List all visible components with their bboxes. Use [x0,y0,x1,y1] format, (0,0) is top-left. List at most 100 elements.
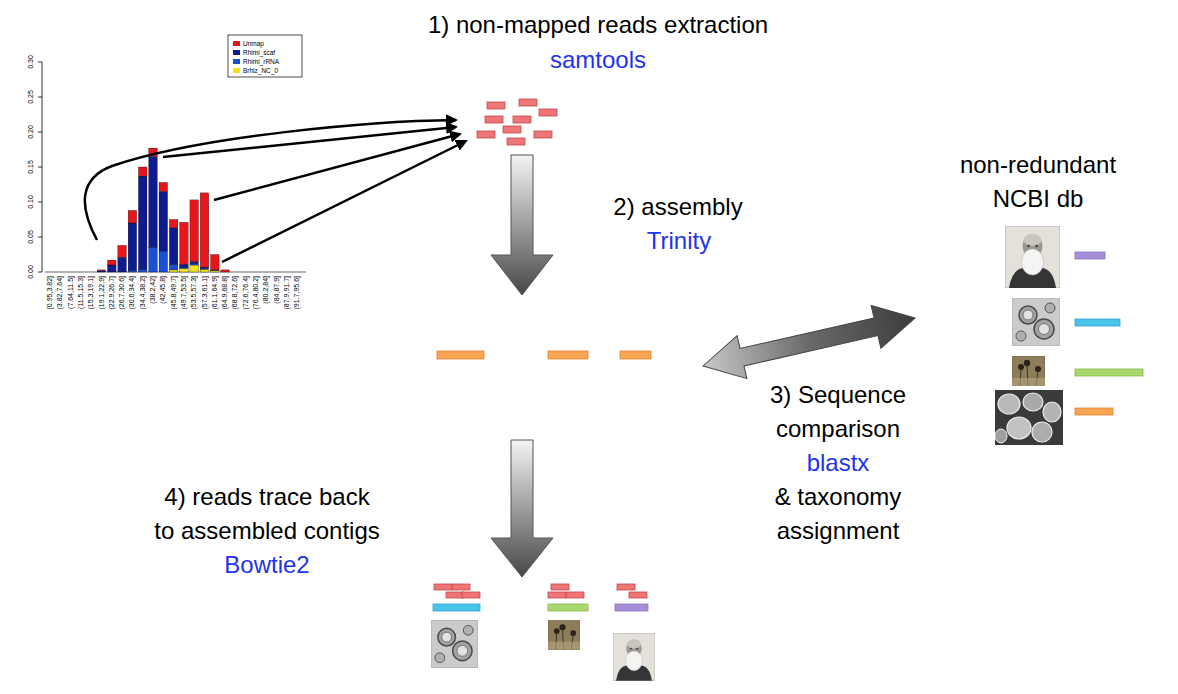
axis-tick-label: (11.5,15.3] [77,276,85,324]
darwin-photo [1005,226,1060,288]
bar-segment [159,192,168,252]
bar-segment [149,157,158,248]
bar-segment [200,193,209,267]
sequence-bar [548,604,588,611]
y-ticks [38,62,42,272]
bar-segment [180,264,189,267]
drawing-part [477,131,495,138]
axis-tick-label: (45.8,49.7] [170,276,178,324]
drawing-part [629,592,647,598]
bar-segment [190,262,199,264]
drawing-part [548,351,588,359]
axis-tick-label: (34.4,38.2] [139,276,147,324]
bar-segment [169,220,178,228]
drawing-part [548,592,566,598]
axis-tick-label: 0.30 [27,49,35,75]
legend-box [228,35,302,77]
legend-label: Unmap [243,40,264,48]
bar-chart [38,35,306,272]
axis-tick-label: 0.20 [27,119,35,145]
flow-arrow [491,155,553,295]
axis-tick-label: (3.82,7.64] [56,276,64,324]
axis-tick-label: (61.1,64.9] [211,276,219,324]
sequence-bar [1075,369,1143,376]
virus-photo [1012,298,1060,346]
axis-tick-label: (64.9,68.8] [221,276,229,324]
axis-tick-label: 0.15 [27,154,35,180]
drawing-part [437,351,484,359]
axis-tick-label: 0.10 [27,189,35,215]
bar-segment [180,269,189,273]
fungus-photo [548,620,580,649]
drawing-part [519,99,537,106]
drawing-part [434,584,452,590]
axis-tick-label: (68.8,72.6] [231,276,239,324]
bar-segment [221,270,230,272]
fungus-photo [1012,356,1045,386]
legend-swatch [233,50,240,55]
bar-segment [159,182,168,191]
drawing-part [551,584,569,590]
axis-tick-label: (30.6,34.4] [128,276,136,324]
sequence-bar [433,604,480,611]
step-title: 3) Sequence comparison [738,378,938,446]
axis-tick-label: (7.64,11.5] [67,276,75,324]
drawing-part [620,351,651,359]
bar-segment [118,245,127,257]
bar-segment [200,267,209,268]
tool-name: blastx [807,446,870,480]
yeast-photo [995,390,1063,445]
darwin-photo [613,633,655,680]
drawing-part [487,102,505,109]
bar-segment [169,264,178,270]
axis-tick-label: (49.7,53.5] [180,276,188,324]
bar-segment [128,223,137,271]
step-title: 1) non-mapped reads extraction [428,8,768,42]
database-title: non-redundant NCBI db [943,148,1133,216]
drawing-part [485,116,503,123]
bar-segment [97,269,106,271]
bar-segment [211,271,220,272]
bar-segment [211,255,220,270]
axis-tick-label: (38.2,42] [149,276,157,324]
step-title: 2) assembly [613,190,742,224]
sequence-bar [1075,252,1105,259]
drawing-part [566,592,584,598]
axis-tick-label: (72.6,76.4] [242,276,250,324]
axis-tick-label: (53.5,57.3] [190,276,198,324]
legend-swatch [233,41,240,46]
drawing-part [617,584,635,590]
legend-label: Brhiz_NC_0 [243,67,278,75]
drawing-part [539,109,557,116]
drawing-part [513,116,531,123]
sequence-bar [1075,408,1113,415]
axis-tick-label: (91.7,95.6] [293,276,301,324]
step-note: & taxonomy assignment [738,480,938,548]
tool-name: Trinity [647,224,711,258]
bar-segment [190,265,199,272]
bar-segment [200,269,209,272]
axis-tick-label: (15.3,19.1] [87,276,95,324]
axis-tick-label: (84,87.9] [273,276,281,324]
sequence-bar [615,604,648,611]
bar-segment [180,222,189,264]
pointer-arrow [85,120,456,240]
bar-segment [118,257,127,272]
legend-label: Rhimi_scaf [243,49,275,57]
reads-cluster [434,584,647,598]
axis-tick-label: (76.4,80.2] [252,276,260,324]
pointer-arrow [214,134,460,200]
axis-tick-label: (26.7,30.6] [118,276,126,324]
drawing-part [452,584,470,590]
axis-tick-label: (57.3,61.1] [201,276,209,324]
bar-segment [128,271,137,272]
bar-segment [190,264,199,265]
bar-segment [169,270,178,272]
bar-segment [128,210,137,223]
legend-swatch [233,59,240,64]
axis-tick-label: (22.9,26.7] [108,276,116,324]
bar-segment [138,167,147,176]
contigs [437,351,651,359]
